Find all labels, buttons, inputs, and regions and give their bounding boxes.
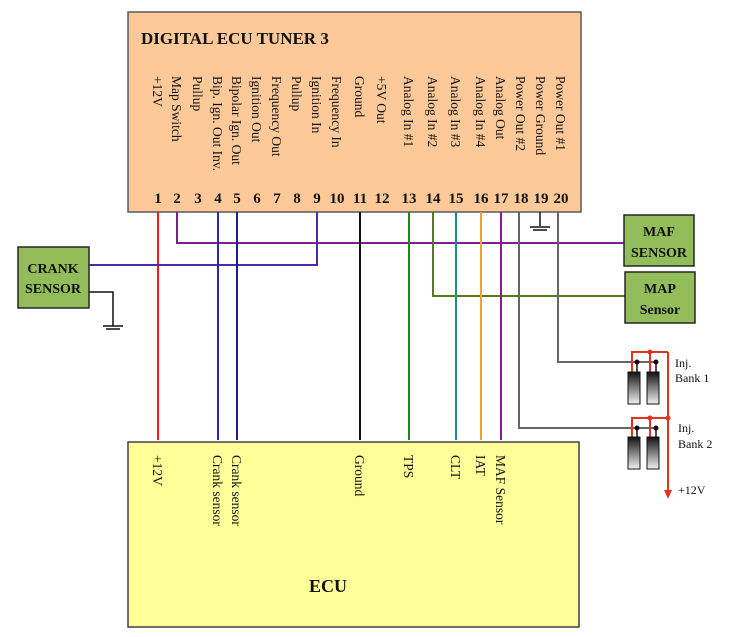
maf-sensor-label-2: SENSOR <box>631 246 688 261</box>
wire-power-out-2 <box>518 212 656 429</box>
injector-bank-1: Inj. Bank 1 <box>627 349 709 405</box>
tuner-title: DIGITAL ECU TUNER 3 <box>141 29 329 48</box>
supply-label: +12V <box>678 483 706 497</box>
tuner-pin-label: Pullup <box>289 76 304 112</box>
tuner-pin-number: 11 <box>353 191 367 207</box>
tuner-pin-label: Ignition Out <box>249 76 264 143</box>
tuner-pin-label: Ground <box>352 76 367 117</box>
bank2-label-1: Inj. <box>678 421 694 435</box>
crank-sensor: CRANK SENSOR <box>17 246 90 309</box>
ecu-pin-label: Crank sensor <box>210 455 225 526</box>
ecu-pin-label: MAF Sensor <box>493 455 508 525</box>
tuner-pin-number: 17 <box>494 191 510 207</box>
injector-icon <box>646 436 660 470</box>
maf-sensor-box <box>623 214 695 267</box>
tuner-pin-label: Power Out #1 <box>553 76 568 151</box>
injector-supply: +12V <box>664 352 706 499</box>
map-sensor: MAP Sensor <box>624 271 696 324</box>
tuner-pin-label: +12V <box>150 76 165 107</box>
tuner-pin-number: 19 <box>534 191 549 207</box>
tuner-pin-number: 8 <box>293 191 301 207</box>
tuner-pin-label: Analog In #1 <box>401 76 416 147</box>
wire-map-sensor <box>432 212 626 297</box>
tuner-pin-label: Pullup <box>190 76 205 112</box>
tuner-pin-number: 9 <box>313 191 321 207</box>
tuner-pin-number: 7 <box>273 191 281 207</box>
crank-sensor-label-1: CRANK <box>27 262 78 277</box>
wire-ignition-in <box>88 212 318 266</box>
tuner-pin-number: 5 <box>233 191 241 207</box>
tuner-pin-number: 15 <box>449 191 464 207</box>
ground-symbol-pin19 <box>530 212 550 231</box>
tuner-pin-label: Frequency In <box>329 76 344 148</box>
wires <box>88 212 656 440</box>
tuner-pin-number: 3 <box>194 191 202 207</box>
wire-map-switch <box>176 212 625 244</box>
injector-icon <box>627 371 641 405</box>
tuner-pin-number: 1 <box>154 191 162 207</box>
tuner-pin-label: Analog In #3 <box>448 76 463 147</box>
tuner-pin-label: Analog In #2 <box>425 76 440 147</box>
tuner-pin-label: Frequency Out <box>269 76 284 157</box>
tuner-pin-number: 13 <box>402 191 417 207</box>
injector-bank-2: Inj. Bank 2 <box>627 415 712 470</box>
ecu-pin-label: +12V <box>150 455 165 486</box>
wire-power-out-1 <box>557 212 656 363</box>
bank1-label-2: Bank 1 <box>675 371 709 385</box>
crank-sensor-box <box>17 246 90 309</box>
ground-symbol-crank <box>88 291 123 330</box>
injector-icon <box>646 371 660 405</box>
maf-sensor: MAF SENSOR <box>623 214 695 267</box>
ecu-title: ECU <box>309 576 347 596</box>
maf-sensor-label-1: MAF <box>643 225 675 240</box>
ecu-pin-label: TPS <box>401 455 416 478</box>
tuner-module: DIGITAL ECU TUNER 3 +12V 1 Map Switch 2 Pull… <box>127 11 582 213</box>
map-sensor-box <box>624 271 696 324</box>
map-sensor-label-2: Sensor <box>640 303 680 318</box>
tuner-pin-number: 10 <box>330 191 345 207</box>
tuner-pin-label: Bipolar Ign. Out <box>229 76 244 165</box>
tuner-pin-number: 2 <box>173 191 181 207</box>
tuner-pin-label: Analog Out <box>493 76 508 140</box>
tuner-pin-label: Bip. Ign. Out Inv. <box>210 76 225 171</box>
ecu-box <box>127 441 580 628</box>
map-sensor-label-1: MAP <box>644 282 676 297</box>
tuner-pin-label: Map Switch <box>169 76 184 142</box>
tuner-pin-label: Power Ground <box>533 76 548 155</box>
ecu-pin-labels: +12V Crank sensor Crank sensor Ground TPS CLT… <box>150 455 508 526</box>
crank-sensor-label-2: SENSOR <box>25 282 82 297</box>
tuner-pin-number: 6 <box>253 191 261 207</box>
arrow-down-icon <box>664 490 672 499</box>
bank1-label-1: Inj. <box>675 356 691 370</box>
ecu-pin-label: IAT <box>473 455 488 477</box>
tuner-pin-label: +5V Out <box>374 76 389 124</box>
tuner-pin-number: 16 <box>474 191 490 207</box>
tuner-pin-labels: +12V 1 Map Switch 2 Pullup 3 Bip. Ign. Out Inv… <box>150 76 569 207</box>
tuner-pin-label: Ignition In <box>309 76 324 134</box>
tuner-pin-label: Power Out #2 <box>513 76 528 151</box>
tuner-pin-number: 14 <box>426 191 442 207</box>
tuner-pin-number: 18 <box>514 191 529 207</box>
tuner-pin-label: Analog In #4 <box>473 76 488 147</box>
bank2-label-2: Bank 2 <box>678 437 712 451</box>
ecu-pin-label: CLT <box>448 455 463 480</box>
tuner-pin-number: 4 <box>214 191 222 207</box>
ecu-pin-label: Ground <box>352 455 367 496</box>
tuner-pin-number: 20 <box>554 191 569 207</box>
tuner-pin-number: 12 <box>375 191 390 207</box>
ecu-module: +12V Crank sensor Crank sensor Ground TPS CLT… <box>127 441 580 628</box>
tuner-box <box>127 11 582 213</box>
injector-icon <box>627 436 641 470</box>
ecu-pin-label: Crank sensor <box>229 455 244 526</box>
